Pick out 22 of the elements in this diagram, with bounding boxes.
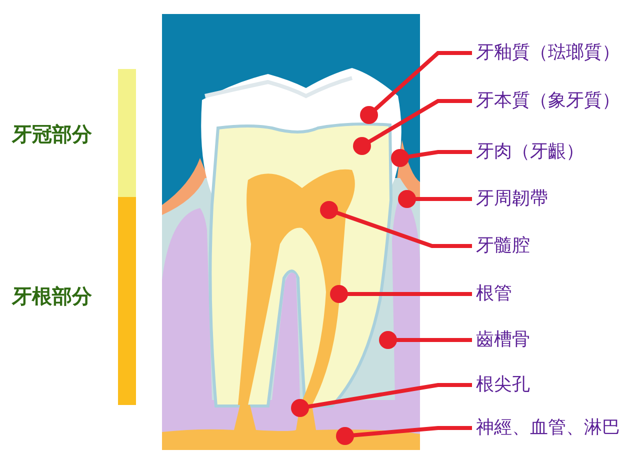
part-label: 牙本質（象牙質）: [476, 89, 620, 113]
leader-line: [398, 190, 472, 208]
leader-line: [291, 383, 472, 417]
leader-line: [336, 426, 472, 445]
leader-line: [379, 331, 472, 349]
part-label: 根尖孔: [476, 373, 530, 397]
part-label: 齒槽骨: [476, 328, 530, 352]
leader-line: [320, 201, 472, 248]
section-bar: [118, 69, 136, 197]
part-label: 牙髓腔: [476, 234, 530, 258]
leader-line: [391, 149, 472, 167]
part-label: 牙肉（牙齦）: [476, 140, 584, 164]
part-label: 牙釉質（琺瑯質）: [476, 41, 620, 65]
leader-line: [330, 285, 472, 303]
part-label: 神經、血管、淋巴: [476, 416, 620, 440]
section-bar: [118, 197, 136, 405]
section-label: 牙冠部分: [12, 122, 92, 146]
part-label: 根管: [476, 282, 512, 306]
section-label: 牙根部分: [12, 284, 92, 308]
part-label: 牙周韌帶: [476, 187, 548, 211]
leader-line: [353, 99, 472, 155]
leader-line: [360, 51, 472, 124]
